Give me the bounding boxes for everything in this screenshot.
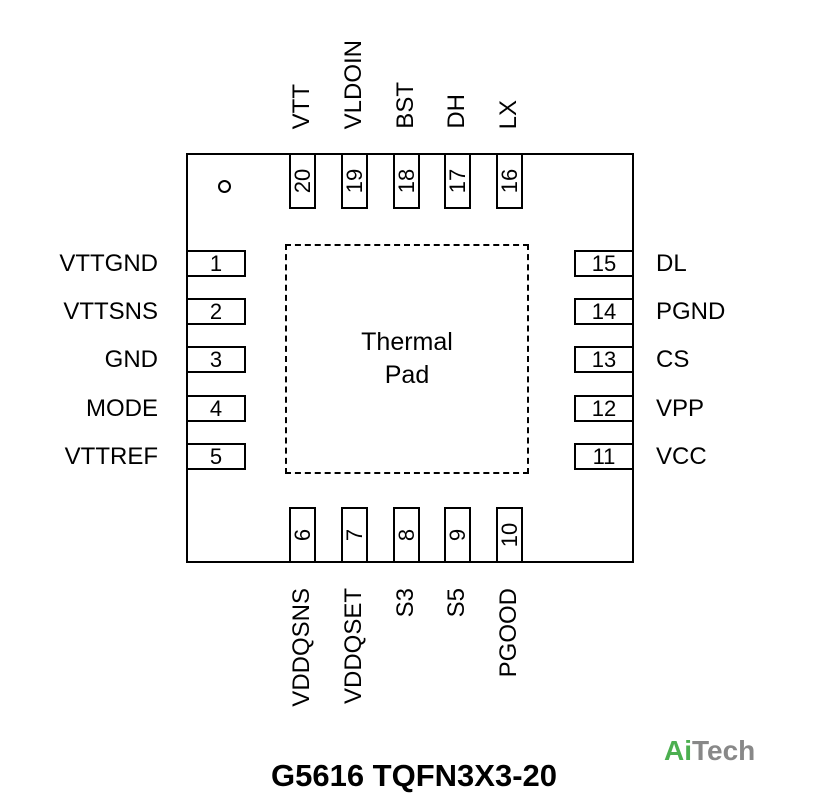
pin-number-8: 8 <box>393 528 419 542</box>
pin-label-lx: LX <box>495 99 522 129</box>
package-caption: G5616 TQFN3X3-20 <box>270 758 558 793</box>
pin-box-20: 20 <box>289 153 316 209</box>
aitech-logo: AiTech <box>664 733 755 769</box>
pin-number-20: 20 <box>289 168 315 194</box>
thermal-pad-label-line2: Pad <box>384 361 430 389</box>
pin-label-dl: DL <box>656 250 687 277</box>
pin-number-9: 9 <box>444 528 470 542</box>
pin-label-vddqset: VDDQSET <box>340 588 367 705</box>
pin-label-mode: MODE <box>86 395 158 422</box>
pin-box-7: 7 <box>341 507 368 563</box>
pin-box-13: 13 <box>574 346 634 373</box>
pin-label-vpp: VPP <box>656 395 705 422</box>
logo-prefix: Ai <box>664 735 692 766</box>
pin-box-14: 14 <box>574 298 634 325</box>
pin-number-6: 6 <box>289 528 315 542</box>
pin-box-5: 5 <box>186 443 246 470</box>
thermal-pad-label: Thermal Pad <box>285 326 529 392</box>
pin-label-s3: S3 <box>392 588 419 618</box>
pin-box-12: 12 <box>574 395 634 422</box>
pin-label-vcc: VCC <box>656 443 707 470</box>
pin-label-vttref: VTTREF <box>64 443 158 470</box>
pin-box-6: 6 <box>289 507 316 563</box>
pin-box-9: 9 <box>444 507 471 563</box>
pin-label-vtt: VTT <box>288 83 315 129</box>
pin-box-16: 16 <box>496 153 523 209</box>
logo-suffix: Tech <box>692 735 756 766</box>
pin-box-8: 8 <box>393 507 420 563</box>
pin-label-cs: CS <box>656 346 690 373</box>
pin-label-gnd: GND <box>104 346 158 373</box>
pin-box-17: 17 <box>444 153 471 209</box>
pin-number-17: 17 <box>444 168 470 194</box>
pin-label-pgnd: PGND <box>656 298 726 325</box>
pin-box-19: 19 <box>341 153 368 209</box>
pin-label-vldoin: VLDOIN <box>340 39 367 129</box>
pin-label-bst: BST <box>392 82 419 129</box>
pin-label-vttsns: VTTSNS <box>63 298 158 325</box>
pin1-indicator-dot <box>218 180 231 193</box>
thermal-pad <box>285 244 529 474</box>
pin-label-vttgnd: VTTGND <box>59 250 158 277</box>
pin-box-15: 15 <box>574 250 634 277</box>
pin-box-18: 18 <box>393 153 420 209</box>
pin-box-2: 2 <box>186 298 246 325</box>
pin-box-3: 3 <box>186 346 246 373</box>
pin-label-pgood: PGOOD <box>495 588 522 678</box>
pin-number-10: 10 <box>496 522 522 548</box>
pin-label-s5: S5 <box>443 588 470 618</box>
pin-label-dh: DH <box>443 94 470 129</box>
pin-label-vddqsns: VDDQSNS <box>288 588 315 707</box>
pin-number-19: 19 <box>341 168 367 194</box>
pin-number-18: 18 <box>393 168 419 194</box>
pin-box-10: 10 <box>496 507 523 563</box>
pin-number-16: 16 <box>496 168 522 194</box>
pin-box-1: 1 <box>186 250 246 277</box>
thermal-pad-label-line1: Thermal <box>361 328 453 356</box>
pin-box-4: 4 <box>186 395 246 422</box>
pin-box-11: 11 <box>574 443 634 470</box>
pin-number-7: 7 <box>341 528 367 542</box>
